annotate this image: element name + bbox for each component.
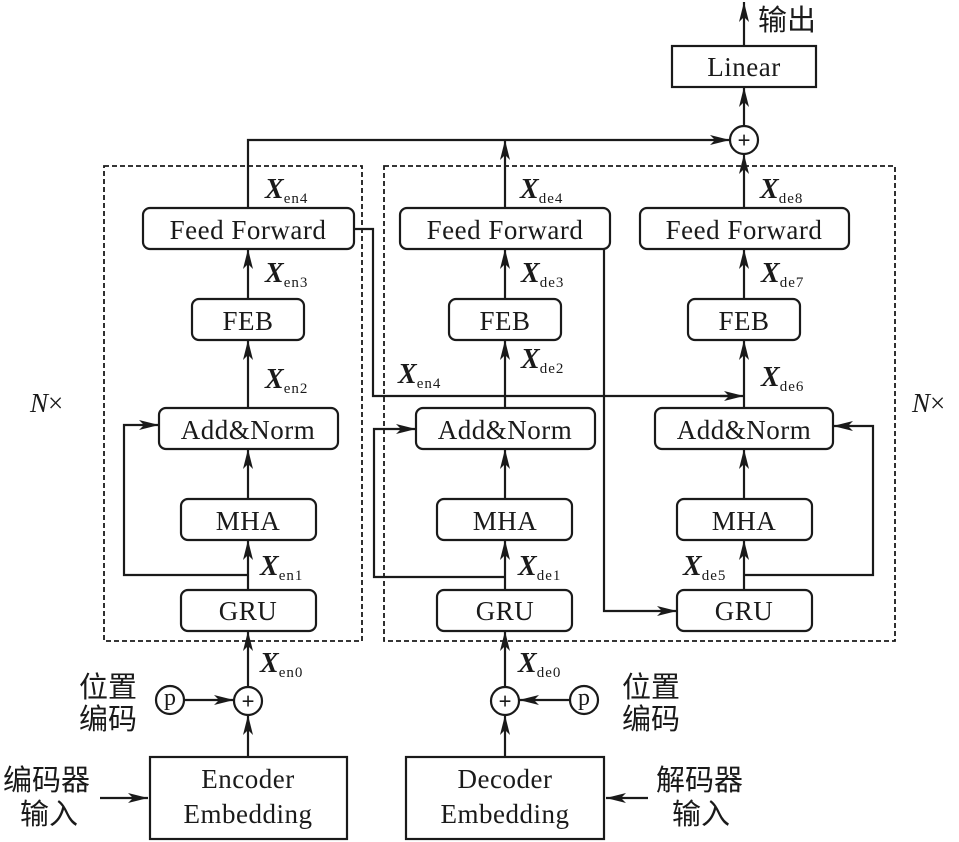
var-x-de7: Xde7: [760, 258, 804, 291]
repeat-label-left: NN××: [29, 388, 63, 418]
encoder-feb-label: FEB: [222, 306, 273, 336]
encoder-embedding-label-line2: Embedding: [184, 799, 313, 829]
var-x-de5: Xde5: [682, 551, 726, 584]
var-x-de4: Xde4: [519, 174, 563, 207]
decoder2-feb-label: FEB: [718, 306, 769, 336]
encoder-output-cross-line: [354, 227, 730, 398]
decoder1-feb-label: FEB: [479, 306, 530, 336]
decoder-embedding-block: [404, 755, 606, 841]
decoder2-add-norm-label: Add&Norm: [677, 415, 812, 445]
decoder1-add-norm-label: Add&Norm: [438, 415, 573, 445]
var-x-de6: Xde6: [760, 362, 804, 395]
decoder2-feed-forward-label: Feed Forward: [666, 215, 823, 245]
output-label: 输出: [758, 3, 816, 37]
encoder-residual-line: [122, 420, 248, 577]
var-x-en0: Xen0: [259, 648, 303, 681]
encoder-embedding-label-line1: Encoder: [201, 764, 294, 794]
decoder2-mha-label: MHA: [712, 506, 777, 536]
var-x-en4: Xen4: [264, 174, 308, 207]
var-x-de2: Xde2: [520, 344, 564, 377]
encoder-gru-label: GRU: [219, 596, 278, 626]
encoder-add-norm-label: Add&Norm: [181, 415, 316, 445]
decoder2-gru-block: [675, 588, 814, 633]
decoder1-gru-label: GRU: [476, 596, 535, 626]
decoder-pos-label-line2: 编码: [622, 702, 680, 736]
encoder-sum-symbol: +: [242, 689, 255, 714]
encoder-mha-label: MHA: [216, 506, 281, 536]
encoder-pos-label-line1: 位置: [79, 670, 137, 704]
decoder-embedding-label-line2: Embedding: [441, 799, 570, 829]
var-x-de0: Xde0: [517, 648, 561, 681]
decoder-input-label-line2: 输入: [672, 797, 730, 831]
repeat-label-right: N×: [911, 388, 945, 418]
encoder-embedding-block: [148, 755, 349, 841]
var-x-en1: Xen1: [259, 551, 303, 584]
encoder-pos-symbol: p: [164, 685, 176, 711]
var-x-en2: Xen2: [264, 364, 308, 397]
encoder-layer-frame: [103, 165, 363, 642]
decoder1-residual-line: [372, 424, 505, 579]
var-x-de1: Xde1: [517, 551, 561, 584]
encoder-pos-label-line2: 编码: [79, 702, 137, 736]
var-x-de3: Xde3: [520, 258, 564, 291]
decoder-embedding-label-line1: Decoder: [458, 764, 553, 794]
encoder-output-to-sum-line: [246, 135, 730, 208]
var-x-en3: Xen3: [264, 258, 308, 291]
var-x-en4-cross: Xen4: [397, 359, 441, 392]
decoder1-to-decoder2-gru-line: [602, 249, 677, 616]
encoder-input-label-line2: 输入: [20, 797, 78, 831]
decoder2-gru-label: GRU: [715, 596, 774, 626]
encoder-input-label-line1: 编码器: [3, 763, 90, 797]
encoder-feed-forward-label: Feed Forward: [170, 215, 327, 245]
output-sum-symbol: +: [738, 128, 751, 153]
decoder-sum-symbol: +: [499, 689, 512, 714]
decoder1-feed-forward-label: Feed Forward: [427, 215, 584, 245]
var-x-de8: Xde8: [759, 174, 803, 207]
linear-block: [670, 44, 818, 89]
decoder1-mha-label: MHA: [473, 506, 538, 536]
decoder-pos-symbol: p: [578, 685, 590, 711]
decoder-layer-frame: [383, 165, 896, 642]
decoder-input-label-line1: 解码器: [656, 763, 743, 797]
decoder-pos-label-line1: 位置: [622, 670, 680, 704]
linear-label: Linear: [707, 52, 780, 82]
decoder2-residual-line: [744, 421, 875, 577]
